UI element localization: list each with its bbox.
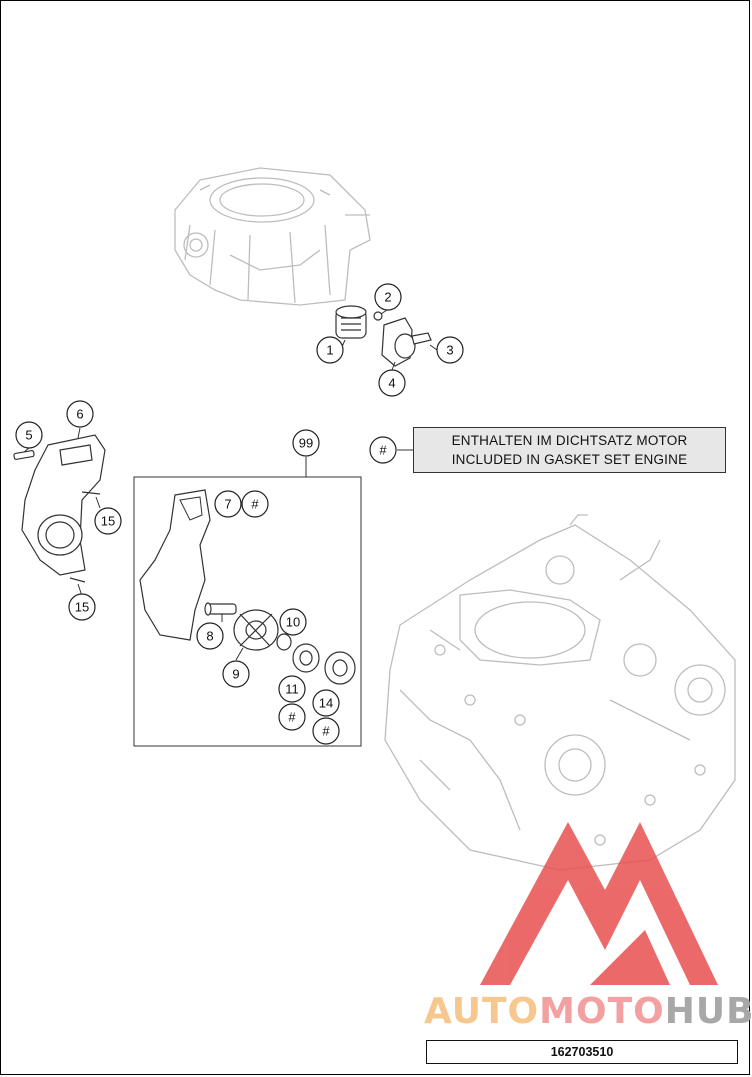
callout-circles [15,283,464,745]
callout-8-label: 8 [206,629,213,644]
gasket-kit-box [133,457,362,747]
callout-14-label: 14 [319,696,333,711]
thermostat-parts-drawing [335,305,432,367]
callout-11-label: 11 [285,682,299,697]
callout-labels: 1 2 3 4 5 6 7 # 8 9 10 11 # 14 # 15 15 9… [25,290,453,739]
watermark-logo-icon [480,822,718,985]
pump-cover-drawing [13,434,106,583]
callout-legend-hash-label: # [379,443,387,458]
callout-7-hash-label: # [251,497,259,512]
callout-5-label: 5 [25,428,32,443]
callout-99-label: 99 [299,436,313,451]
watermark-auto: AUTO [424,991,540,1032]
watermark-hub: HUB [664,991,752,1032]
callout-1-label: 1 [326,343,333,358]
callout-4-label: 4 [388,376,395,391]
callout-15-lower-label: 15 [75,600,89,615]
crankcase-drawing [384,514,736,871]
seals-drawing [276,633,356,685]
callout-6-label: 6 [76,407,83,422]
cylinder-drawing [174,167,371,306]
callout-2-label: 2 [384,290,391,305]
callout-11-hash-label: # [288,710,296,725]
watermark-wordmark: AUTOMOTOHUB [424,992,752,1032]
note-line-en: INCLUDED IN GASKET SET ENGINE [451,452,688,467]
leader-lines [23,309,438,661]
callout-9-label: 9 [232,667,239,682]
callout-7-label: 7 [224,497,231,512]
callout-3-label: 3 [446,343,453,358]
gasket-set-note: ENTHALTEN IM DICHTSATZ MOTOR INCLUDED IN… [413,427,726,473]
callout-10-label: 10 [286,615,300,630]
impeller-drawing [233,609,279,651]
note-line-de: ENTHALTEN IM DICHTSATZ MOTOR [451,433,688,448]
callout-15-upper-label: 15 [101,514,115,529]
pump-shaft-drawing [204,602,237,616]
watermark-moto: MOTO [539,991,665,1032]
callout-14-hash-label: # [322,724,330,739]
diagram-number: 162703510 [426,1040,738,1064]
pump-gasket-drawing [139,489,211,641]
